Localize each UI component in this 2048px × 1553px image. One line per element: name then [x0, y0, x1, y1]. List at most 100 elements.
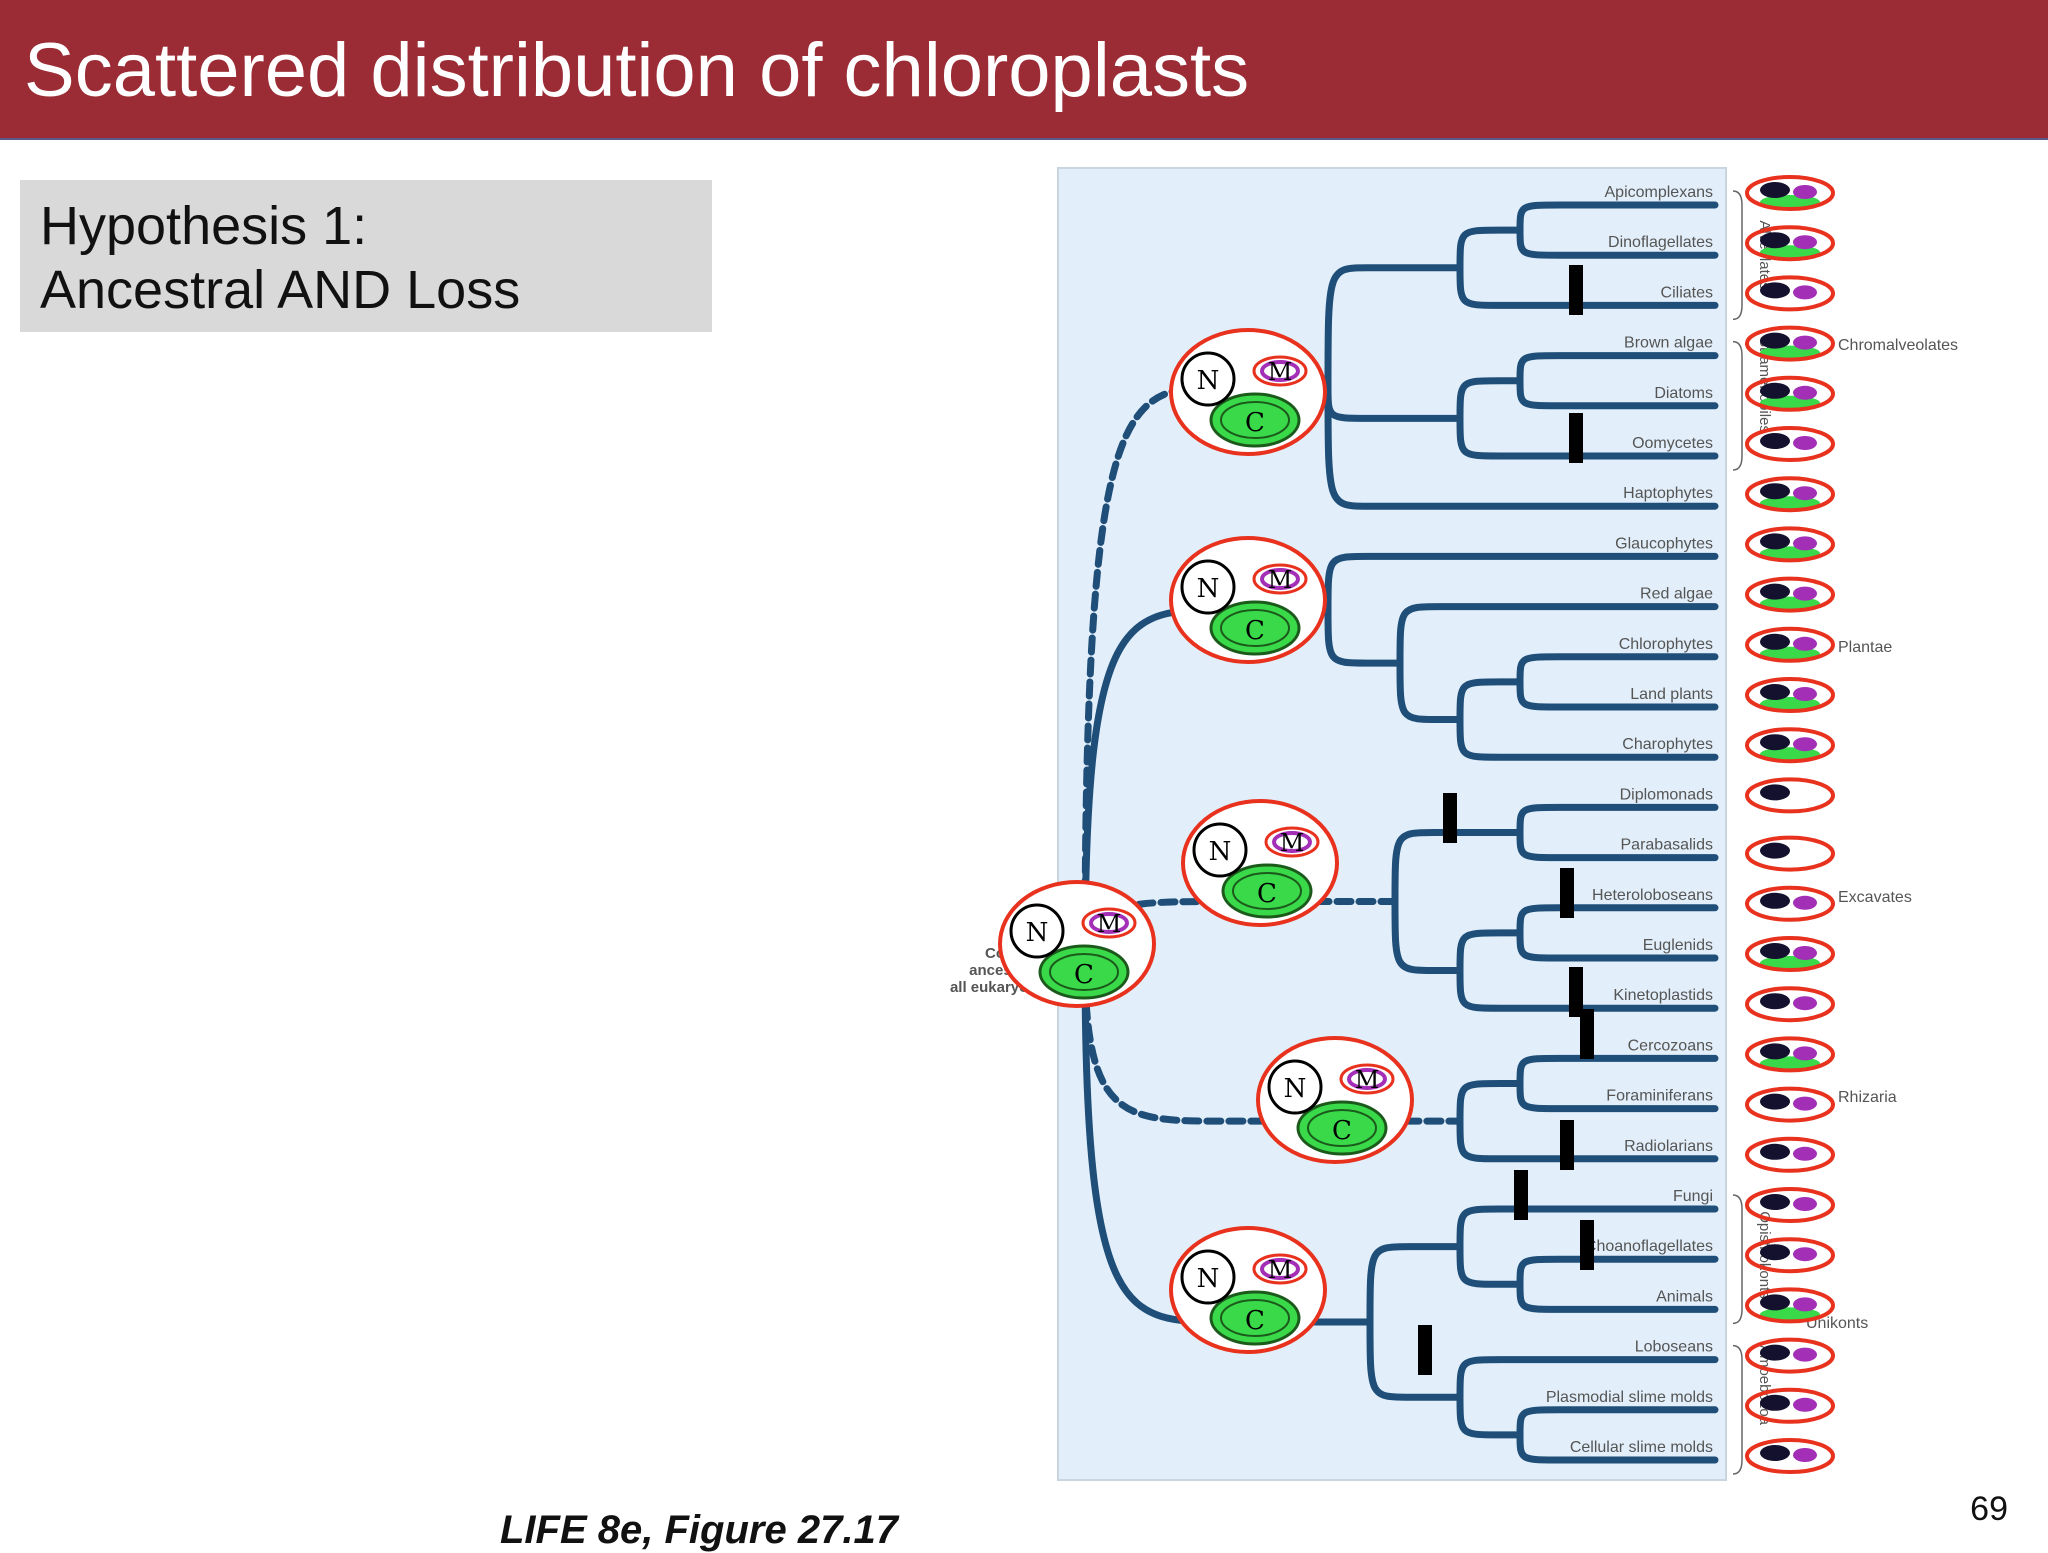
nucleus-icon	[1760, 1344, 1790, 1361]
tip-cell-icon	[1745, 1337, 1835, 1374]
tip-cell-icon	[1745, 1287, 1835, 1324]
nucleus-icon	[1760, 583, 1790, 600]
cell-outline-icon	[1745, 576, 1835, 613]
tip-cell-icon	[1745, 175, 1835, 211]
cell-outline-icon	[1745, 1136, 1835, 1173]
mitochondrion-icon	[1793, 436, 1817, 450]
group-bracket	[1732, 190, 1743, 321]
group-label: Chromalveolates	[1838, 337, 1958, 354]
tip-cell-icon	[1745, 375, 1835, 412]
tip-cell-icon	[1745, 677, 1835, 713]
group-label: Plantae	[1838, 639, 1892, 656]
mitochondrion-icon	[1793, 1297, 1817, 1312]
taxon-label: Diplomonads	[1620, 786, 1713, 803]
mitochondrion-icon	[1793, 1046, 1817, 1061]
cell-outline-icon	[1745, 526, 1835, 563]
nucleus-icon	[1760, 1093, 1790, 1110]
mitochondrion-icon	[1793, 335, 1817, 350]
branch-line	[1516, 803, 1719, 836]
nucleus-icon	[1760, 433, 1790, 449]
hypothesis-box: Hypothesis 1: Ancestral AND Loss	[20, 180, 712, 332]
mitochondrion-icon	[1793, 1448, 1817, 1462]
nucleus-icon	[1180, 351, 1236, 407]
nucleus-icon	[1760, 232, 1790, 249]
nucleus-icon	[1760, 784, 1790, 801]
chloroplast-label: C	[1245, 1306, 1265, 1336]
cell-outline-icon	[1745, 1287, 1835, 1324]
chloroplast-inner-icon	[1049, 953, 1119, 991]
branch-line	[1456, 1117, 1719, 1163]
cell-outline-icon	[1745, 1237, 1835, 1274]
group-bracket	[1732, 340, 1743, 471]
cell-outline-icon	[1745, 677, 1835, 713]
branch-line	[1516, 904, 1719, 937]
mitochondrion-icon	[1793, 1146, 1817, 1161]
tip-cell-icon	[1745, 426, 1835, 462]
branch-line	[1324, 606, 1404, 667]
branch-line	[1456, 1243, 1524, 1288]
branch-line	[1396, 659, 1464, 724]
loss-bar	[1569, 413, 1583, 463]
group-bracket	[1732, 1344, 1743, 1475]
branch-line	[1391, 898, 1464, 975]
mitochondrion-icon	[1260, 568, 1300, 590]
taxon-label: Choanoflagellates	[1585, 1238, 1713, 1255]
slide-title: Scattered distribution of chloroplasts	[24, 28, 1250, 113]
taxon-label: Heteroloboseans	[1592, 887, 1713, 904]
cell-outline-icon	[1745, 835, 1835, 872]
nucleus-label: N	[1026, 918, 1049, 948]
mitochondrion-icon	[1793, 536, 1817, 551]
group-labels: ChromalveolatesPlantaeExcavatesRhizariaU…	[1732, 190, 1958, 1475]
cell-outline-icon	[1745, 1438, 1835, 1474]
tip-cell-icon	[1745, 1086, 1835, 1123]
taxon-label: Haptophytes	[1623, 485, 1713, 502]
branch-line	[1516, 226, 1719, 259]
tip-cell-icon	[1745, 1187, 1835, 1223]
mitochondrion-icon	[1793, 946, 1817, 960]
mitochondrion-icon	[1793, 1347, 1817, 1362]
branch-line	[1456, 716, 1719, 761]
taxon-label: Euglenids	[1643, 937, 1713, 954]
tree-panel	[1057, 167, 1727, 1481]
cell-outline-icon	[1745, 1337, 1835, 1374]
branch-line	[1456, 678, 1524, 724]
taxon-label: Cellular slime molds	[1570, 1439, 1713, 1456]
nucleus-label: N	[1197, 574, 1220, 604]
chloroplast-label: C	[1074, 960, 1094, 990]
cell-outline-icon	[1745, 626, 1835, 663]
loss-bar	[1569, 967, 1583, 1017]
branch-line	[1516, 653, 1719, 686]
branch-line	[1456, 264, 1719, 309]
mitochondrion-label: M	[1355, 1066, 1380, 1094]
figure-credit: LIFE 8e, Figure 27.17	[500, 1508, 898, 1552]
nucleus-label: N	[1284, 1074, 1307, 1104]
tip-cells	[1745, 175, 1835, 1474]
nucleus-icon	[1180, 1249, 1236, 1305]
cell-outline-icon	[1745, 275, 1835, 312]
cell-outline-icon	[1745, 325, 1835, 362]
tip-cell-icon	[1745, 885, 1835, 922]
branch-line	[1456, 929, 1524, 975]
mitochondrion-icon	[1793, 737, 1817, 752]
nucleus-icon	[1760, 1143, 1790, 1160]
cell-outline-icon	[1745, 777, 1835, 814]
tip-cell-icon	[1745, 986, 1835, 1023]
nucleus-label: N	[1209, 837, 1232, 867]
branch-line	[1456, 226, 1524, 272]
tip-cell-icon	[1745, 1438, 1835, 1474]
tip-cell-icon	[1745, 777, 1835, 814]
branch-line	[1516, 1054, 1719, 1087]
loss-bar	[1580, 1220, 1594, 1270]
taxon-label: Apicomplexans	[1605, 184, 1714, 201]
tip-cell-icon	[1745, 526, 1835, 563]
mitochondrion-icon	[1793, 636, 1817, 651]
taxon-label: Red algae	[1640, 586, 1713, 603]
branch-line	[1396, 603, 1719, 667]
cell-outline-icon	[1745, 727, 1835, 764]
mitochondrion-icon	[1272, 831, 1312, 853]
loss-markers	[1418, 265, 1594, 1375]
nucleus-icon	[1180, 559, 1236, 615]
